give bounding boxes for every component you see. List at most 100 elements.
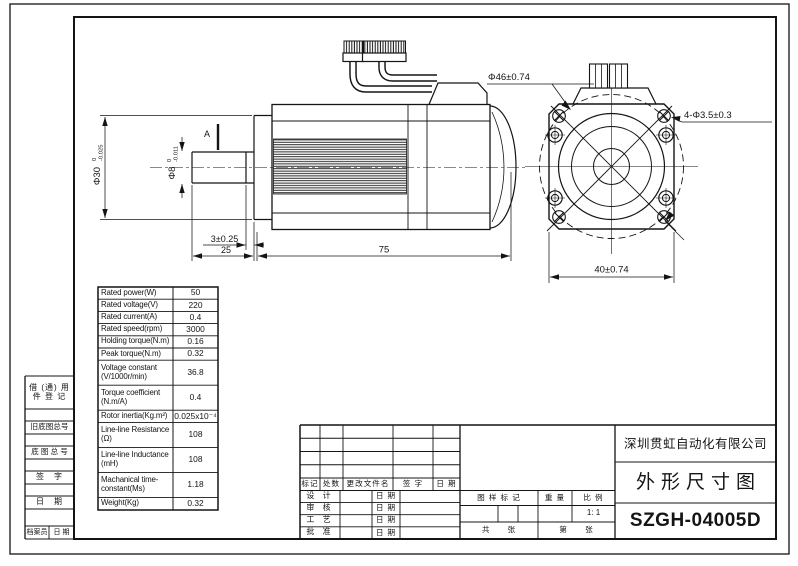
spec-value: 0.4 — [189, 311, 202, 322]
motor-cables — [349, 60, 437, 93]
spec-value: 0.32 — [187, 497, 204, 508]
spec-label: Voltage constant (V/1000r/min) — [101, 362, 157, 381]
spec-label: Line-line Inductance (mH) — [101, 450, 169, 468]
cooling-fins — [273, 138, 407, 195]
front-view-dimensions — [487, 83, 772, 283]
spec-value: 0.025x10⁻⁴ — [174, 410, 217, 421]
left-panel-grid — [24, 375, 74, 540]
dim-shoulder: 3±0.25 — [211, 234, 238, 244]
pilot-boss — [253, 114, 272, 221]
spec-label: Machanical time- constant(Ms) — [101, 475, 159, 493]
spec-value: 0.4 — [189, 391, 202, 402]
screw-heads — [545, 125, 676, 208]
spec-label: Rated voltage(V) — [101, 299, 158, 309]
title-block-grid — [299, 424, 776, 539]
rev-header-signature: 签 字 — [402, 479, 424, 488]
spec-value: 108 — [188, 454, 203, 465]
spec-table-grid — [97, 286, 219, 511]
date-block: 日 期 — [36, 497, 63, 507]
bolt-circle-arrow-tl — [561, 100, 571, 110]
sig-role-check: 审 核 — [306, 503, 334, 513]
spec-value: 3000 — [186, 323, 205, 334]
cable-gland — [428, 82, 488, 105]
spec-value: 1.18 — [187, 479, 204, 490]
dim-dia30-lower-tol: -0.025 — [99, 145, 105, 161]
weight-label: 重 量 — [544, 492, 566, 502]
dim-shaft-length: 25 — [221, 245, 231, 255]
spec-label: Weight(Kg) — [101, 498, 139, 508]
cable-gland-front — [572, 87, 657, 105]
dim-dia8: Φ8 — [167, 167, 178, 180]
spec-label: Rated current(A) — [101, 312, 157, 322]
motor-side-view — [150, 40, 527, 231]
spec-label: Holding torque(N.m) — [101, 336, 170, 346]
rear-cap — [489, 105, 517, 229]
side-view-dimensions — [100, 115, 512, 261]
total-sheets-label: 共 张 — [481, 525, 517, 535]
base-drawing-no-block: 底 图 总 号 — [31, 447, 68, 457]
callout-arrows — [561, 100, 681, 221]
dim-mount-holes: 4-Φ3.5±0.3 — [684, 110, 732, 121]
drawing-title: 外形尺寸图 — [635, 471, 761, 493]
borrow-register-block: 借 (通) 用 件 登 记 — [29, 382, 70, 401]
dim-flange-width: 40±0.74 — [594, 265, 628, 276]
dim-dia8-upper-tol: 0 — [167, 159, 173, 162]
dim-shaft-diameter: Φ8 0 -0.011 — [167, 146, 180, 179]
flange-outline — [548, 103, 675, 230]
model-number: SZGH-04005D — [629, 510, 762, 532]
connectors-side — [342, 40, 407, 63]
sig-date-label: 日 期 — [375, 527, 397, 537]
rev-header-date: 日 期 — [436, 479, 457, 488]
sig-date-label: 日 期 — [375, 515, 397, 525]
connectors-front — [588, 63, 629, 89]
company-name: 深圳贯虹自动化有限公司 — [623, 436, 767, 451]
spec-value: 108 — [188, 429, 203, 440]
inner-frame — [73, 16, 777, 540]
archivist-date-label: 日 期 — [53, 528, 70, 536]
signature-block: 签 字 — [36, 472, 63, 482]
diagonal-1 — [550, 105, 677, 232]
stamp-mark-label: 图 样 标 记 — [477, 492, 521, 502]
mount-hole-arrow — [671, 116, 681, 122]
outer-border — [9, 3, 790, 555]
scale-value: 1: 1 — [586, 508, 601, 518]
spec-value: 36.8 — [187, 366, 204, 377]
rev-header-mark: 标记 — [301, 479, 319, 488]
spec-value: 50 — [190, 287, 201, 298]
connector-pins-large — [363, 40, 406, 54]
motor-front-view — [525, 63, 698, 254]
connector-body-small — [342, 52, 365, 63]
dim-body-length: 75 — [379, 245, 390, 256]
sig-date-label: 日 期 — [375, 491, 397, 501]
spec-label: Rated power(W) — [101, 287, 157, 297]
sig-date-label: 日 期 — [375, 503, 397, 513]
bolt-circle-arrow-br — [665, 211, 675, 221]
spec-label: Peak torque(N.m) — [101, 348, 161, 358]
old-base-drawing-no-block: 旧底图总号 — [30, 422, 69, 432]
connector-pins-small — [343, 40, 364, 54]
sheet-number-label: 第 张 — [559, 525, 594, 535]
dim-dia30-upper-tol: 0 — [92, 158, 98, 161]
dim-bolt-circle: Φ46±0.74 — [488, 72, 530, 83]
diagonal-2 — [546, 105, 673, 232]
sig-role-design: 设 计 — [306, 491, 334, 501]
spec-value: 220 — [188, 299, 203, 310]
archivist-label: 档案员 — [26, 528, 48, 536]
rev-header-count: 处数 — [322, 479, 341, 488]
rev-header-filename: 更改文件名 — [346, 479, 390, 488]
spec-value: 0.32 — [187, 348, 204, 359]
spec-label: Rotor inertia(Kg.m²) — [101, 410, 168, 420]
connector-body-large — [361, 52, 407, 63]
spec-label: Torque coefficient (N.m/A) — [101, 387, 161, 406]
spec-value: 0.16 — [187, 336, 204, 347]
dim-dia30: Φ30 — [92, 167, 103, 185]
page-borders — [9, 3, 790, 555]
dim-dia8-lower-tol: -0.011 — [174, 146, 180, 162]
spec-label: Rated speed(rpm) — [101, 324, 163, 334]
motor-body — [271, 103, 517, 231]
sig-role-process: 工 艺 — [306, 515, 334, 525]
spec-label: Line-line Resistance (Ω) — [101, 425, 170, 443]
section-label: A — [204, 129, 210, 139]
